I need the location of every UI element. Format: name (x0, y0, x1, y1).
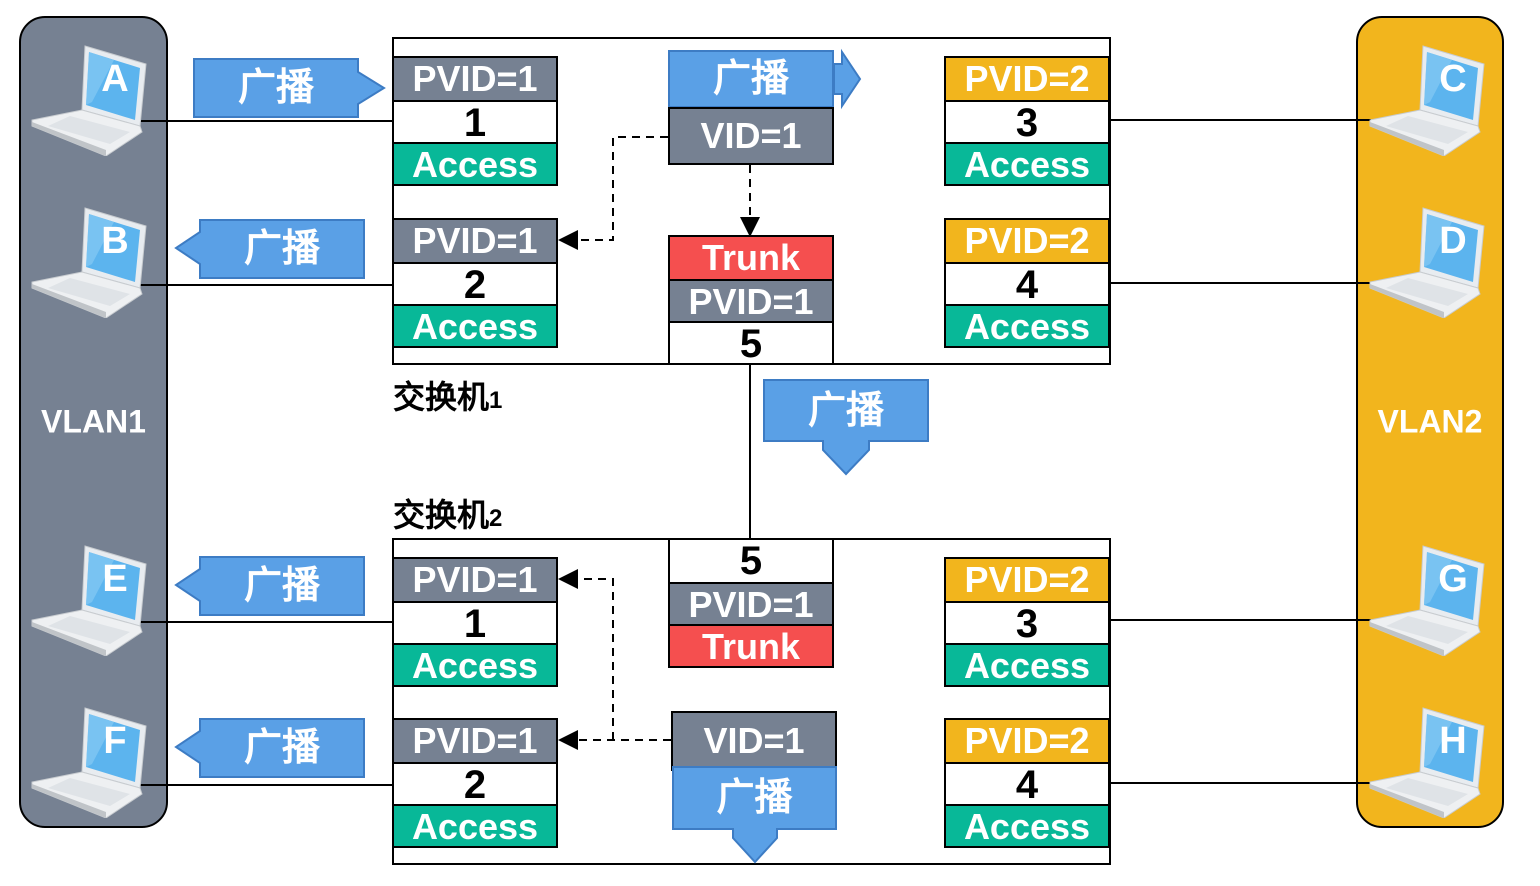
link-a-port1 (138, 120, 394, 122)
sw1-frame-broadcast: 广播 (668, 50, 834, 108)
sw1-port3-pvid: PVID=2 (946, 58, 1108, 100)
sw2-port5: 5 PVID=1 Trunk (668, 538, 834, 668)
bcast-label-a: 广播 (237, 67, 314, 109)
link-port3-c (1109, 119, 1371, 121)
sw1-port3-number: 3 (946, 100, 1108, 144)
laptop-icon-g: G (1368, 544, 1486, 657)
laptop-icon-d: D (1368, 206, 1486, 319)
sw1-port2-pvid: PVID=1 (394, 220, 556, 262)
host-label-b: B (101, 220, 129, 262)
sw1-port2-number: 2 (394, 262, 556, 306)
sw2-port1-pvid: PVID=1 (394, 559, 556, 601)
bcast-label-trunk: 广播 (807, 390, 884, 432)
sw1-port3-mode: Access (946, 142, 1108, 185)
host-label-d: D (1439, 220, 1467, 262)
sw1-port1-mode: Access (394, 142, 556, 185)
sw2-port4-pvid: PVID=2 (946, 720, 1108, 762)
vlan1-label: VLAN1 (41, 403, 146, 440)
sw1-port5-pvid: PVID=1 (670, 279, 832, 322)
sw1-port2-mode: Access (394, 304, 556, 347)
laptop-icon-e: E (30, 544, 148, 657)
sw1-port4-number: 4 (946, 262, 1108, 306)
sw2-port3-mode: Access (946, 643, 1108, 686)
sw2-port1-mode: Access (394, 643, 556, 686)
sw2-port2: PVID=1 2 Access (392, 718, 558, 848)
sw2-frame-vid: VID=1 (673, 713, 835, 769)
vlan2-panel: VLAN2 (1356, 16, 1504, 828)
laptop-icon-b: B (30, 206, 148, 319)
sw2-port2-number: 2 (394, 762, 556, 806)
bcast-label-sw2: 广播 (716, 777, 793, 819)
sw1-port5-mode: Trunk (670, 237, 832, 279)
sw1-frame-vid: VID=1 (670, 109, 832, 163)
sw2-frame-tag: VID=1 (671, 711, 837, 771)
sw2-port3-pvid: PVID=2 (946, 559, 1108, 601)
trunk-link (749, 364, 751, 540)
sw1-port5-number: 5 (670, 321, 832, 365)
sw2-port4-number: 4 (946, 762, 1108, 806)
switch2-title: 交换机2 (393, 497, 503, 533)
sw1-port1-pvid: PVID=1 (394, 58, 556, 100)
host-label-g: G (1438, 558, 1468, 600)
sw2-port2-pvid: PVID=1 (394, 720, 556, 762)
bcast-label-e: 广播 (243, 565, 320, 607)
host-label-c: C (1439, 58, 1467, 100)
laptop-icon-h: H (1368, 706, 1486, 819)
link-f-port2 (136, 784, 394, 786)
sw1-port4-pvid: PVID=2 (946, 220, 1108, 262)
bcast-label-f: 广播 (243, 727, 320, 769)
link-port4-h (1109, 782, 1371, 784)
sw2-port1: PVID=1 1 Access (392, 557, 558, 687)
laptop-icon-c: C (1368, 44, 1486, 157)
sw1-port2: PVID=1 2 Access (392, 218, 558, 348)
sw2-port3-number: 3 (946, 601, 1108, 645)
sw2-port4-mode: Access (946, 804, 1108, 847)
sw1-port4-mode: Access (946, 304, 1108, 347)
sw2-port5-mode: Trunk (670, 624, 832, 667)
sw1-port3: PVID=2 3 Access (944, 56, 1110, 186)
sw2-port3: PVID=2 3 Access (944, 557, 1110, 687)
vlan2-label: VLAN2 (1377, 403, 1483, 440)
switch1-title: 交换机1 (393, 379, 503, 415)
sw2-port2-mode: Access (394, 804, 556, 847)
link-port3-g (1109, 619, 1371, 621)
host-label-a: A (101, 58, 129, 100)
sw2-port1-number: 1 (394, 601, 556, 645)
sw2-port5-number: 5 (670, 540, 832, 582)
laptop-icon-f: F (30, 706, 148, 819)
sw1-port1-number: 1 (394, 100, 556, 144)
sw1-frame-tag: VID=1 (668, 107, 834, 165)
sw1-port5: Trunk PVID=1 5 (668, 235, 834, 365)
link-port4-d (1109, 282, 1371, 284)
sw1-port1: PVID=1 1 Access (392, 56, 558, 186)
host-label-f: F (103, 720, 127, 762)
sw1-port4: PVID=2 4 Access (944, 218, 1110, 348)
laptop-icon-a: A (30, 44, 148, 157)
link-e-port1 (138, 621, 394, 623)
host-label-h: H (1439, 720, 1467, 762)
sw2-port4: PVID=2 4 Access (944, 718, 1110, 848)
bcast-label-b: 广播 (243, 228, 320, 270)
host-label-e: E (102, 558, 128, 600)
sw2-port5-pvid: PVID=1 (670, 582, 832, 625)
link-b-port2 (136, 284, 394, 286)
